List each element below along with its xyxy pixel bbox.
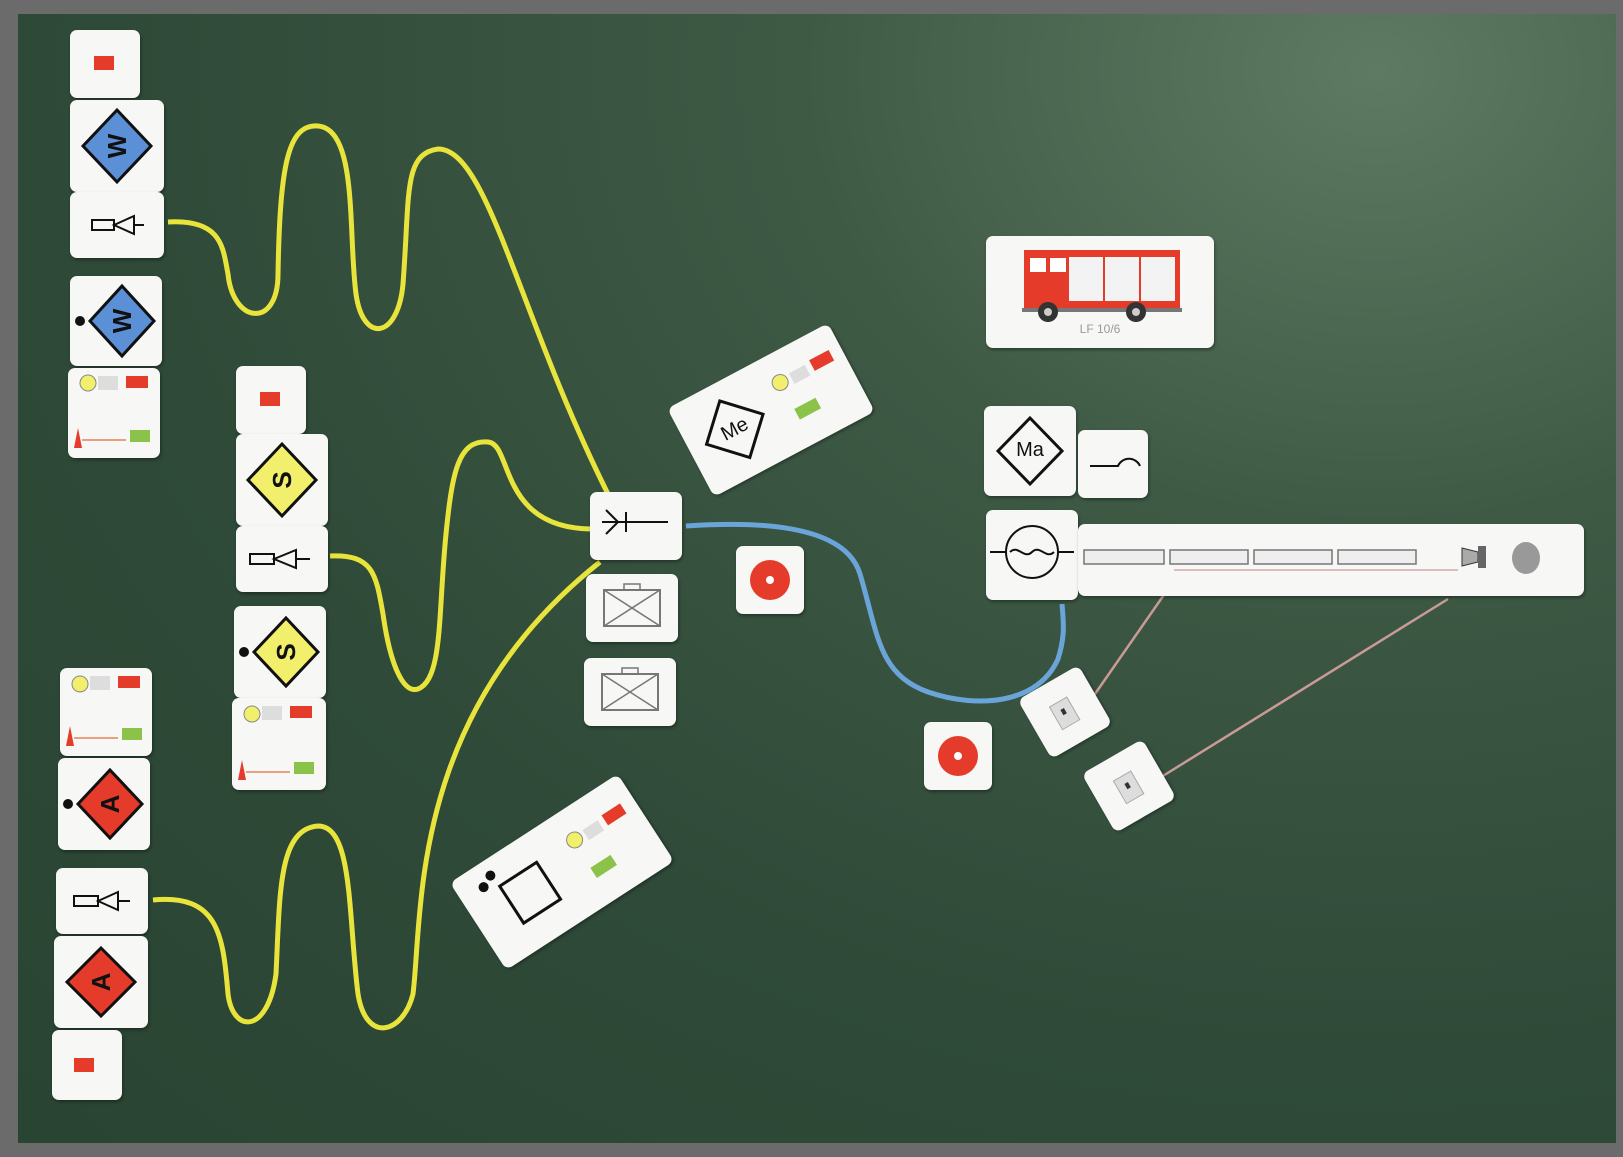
sign-card-s-dot[interactable]: S [234, 606, 326, 698]
toolbox-icon [603, 583, 661, 627]
yellow-hose-s [329, 439, 594, 692]
reel-card[interactable] [736, 546, 804, 614]
blue-hose [685, 521, 1066, 704]
fire-truck-card[interactable]: LF 10/6 [986, 236, 1214, 348]
distributor-card[interactable] [590, 492, 682, 560]
measure-icon [704, 349, 835, 460]
crew-icon [74, 374, 150, 448]
nozzle-card[interactable] [236, 526, 328, 592]
sign-card-a-dot[interactable]: A [58, 758, 150, 850]
nozzle-icon [91, 214, 144, 236]
hose-line-card[interactable] [1078, 524, 1584, 596]
sign-card-ma[interactable]: Ma [984, 406, 1076, 496]
distributor-icon [602, 509, 668, 535]
radio-card[interactable] [1081, 739, 1177, 833]
toolbox-card[interactable] [584, 658, 676, 726]
crew-icon [66, 675, 142, 746]
nozzle-icon [73, 890, 130, 912]
radio-card[interactable] [1017, 665, 1113, 759]
sign-card-w[interactable]: W [70, 100, 164, 192]
crew-card[interactable] [68, 368, 160, 458]
radio-icon [1112, 770, 1145, 805]
command-group-card[interactable] [449, 773, 675, 971]
nozzle-card[interactable] [70, 192, 164, 258]
radio-icon [1048, 696, 1081, 731]
sign-card-w-dot[interactable]: W [70, 276, 162, 366]
sign-label: S [270, 643, 301, 661]
sign-card-a[interactable]: A [54, 936, 148, 1028]
fire-card-small[interactable] [236, 366, 306, 434]
nozzle-icon [249, 548, 310, 570]
reel-card[interactable] [924, 722, 992, 790]
fire-truck-icon [1022, 250, 1182, 322]
sign-label: A [85, 972, 116, 992]
reel-icon [938, 736, 978, 776]
sign-label: W [106, 308, 137, 334]
yellow-hose-w [167, 123, 611, 496]
sign-label: Ma [1016, 438, 1044, 461]
sign-label: W [101, 133, 132, 159]
reel-icon [750, 560, 790, 600]
truck-label: LF 10/6 [1079, 322, 1121, 336]
hose-end-card[interactable] [1078, 430, 1148, 498]
fire-card-small[interactable] [52, 1030, 122, 1100]
fire-card-small[interactable] [70, 30, 140, 98]
crew-card[interactable] [60, 668, 152, 756]
pump-card[interactable] [986, 510, 1078, 600]
sign-label: A [94, 794, 125, 814]
yellow-hose-a [152, 560, 602, 1031]
nozzle-card[interactable] [56, 868, 148, 934]
measure-group-card[interactable]: Me [667, 323, 875, 497]
crew-card[interactable] [232, 698, 326, 790]
pink-line-2 [1157, 597, 1449, 781]
hose-coupling-icon [1090, 457, 1141, 467]
sign-card-s[interactable]: S [236, 434, 328, 526]
toolbox-icon [601, 667, 659, 711]
pink-line-1 [1086, 588, 1170, 705]
chalkboard: W W S S A A [18, 14, 1616, 1143]
pump-icon [990, 525, 1074, 579]
toolbox-card[interactable] [586, 574, 678, 642]
crew-icon [238, 705, 314, 780]
command-icon [478, 803, 627, 926]
hose-lines [152, 123, 1449, 1031]
sign-label: S [266, 471, 297, 489]
hose-segments-icon [1083, 542, 1540, 574]
